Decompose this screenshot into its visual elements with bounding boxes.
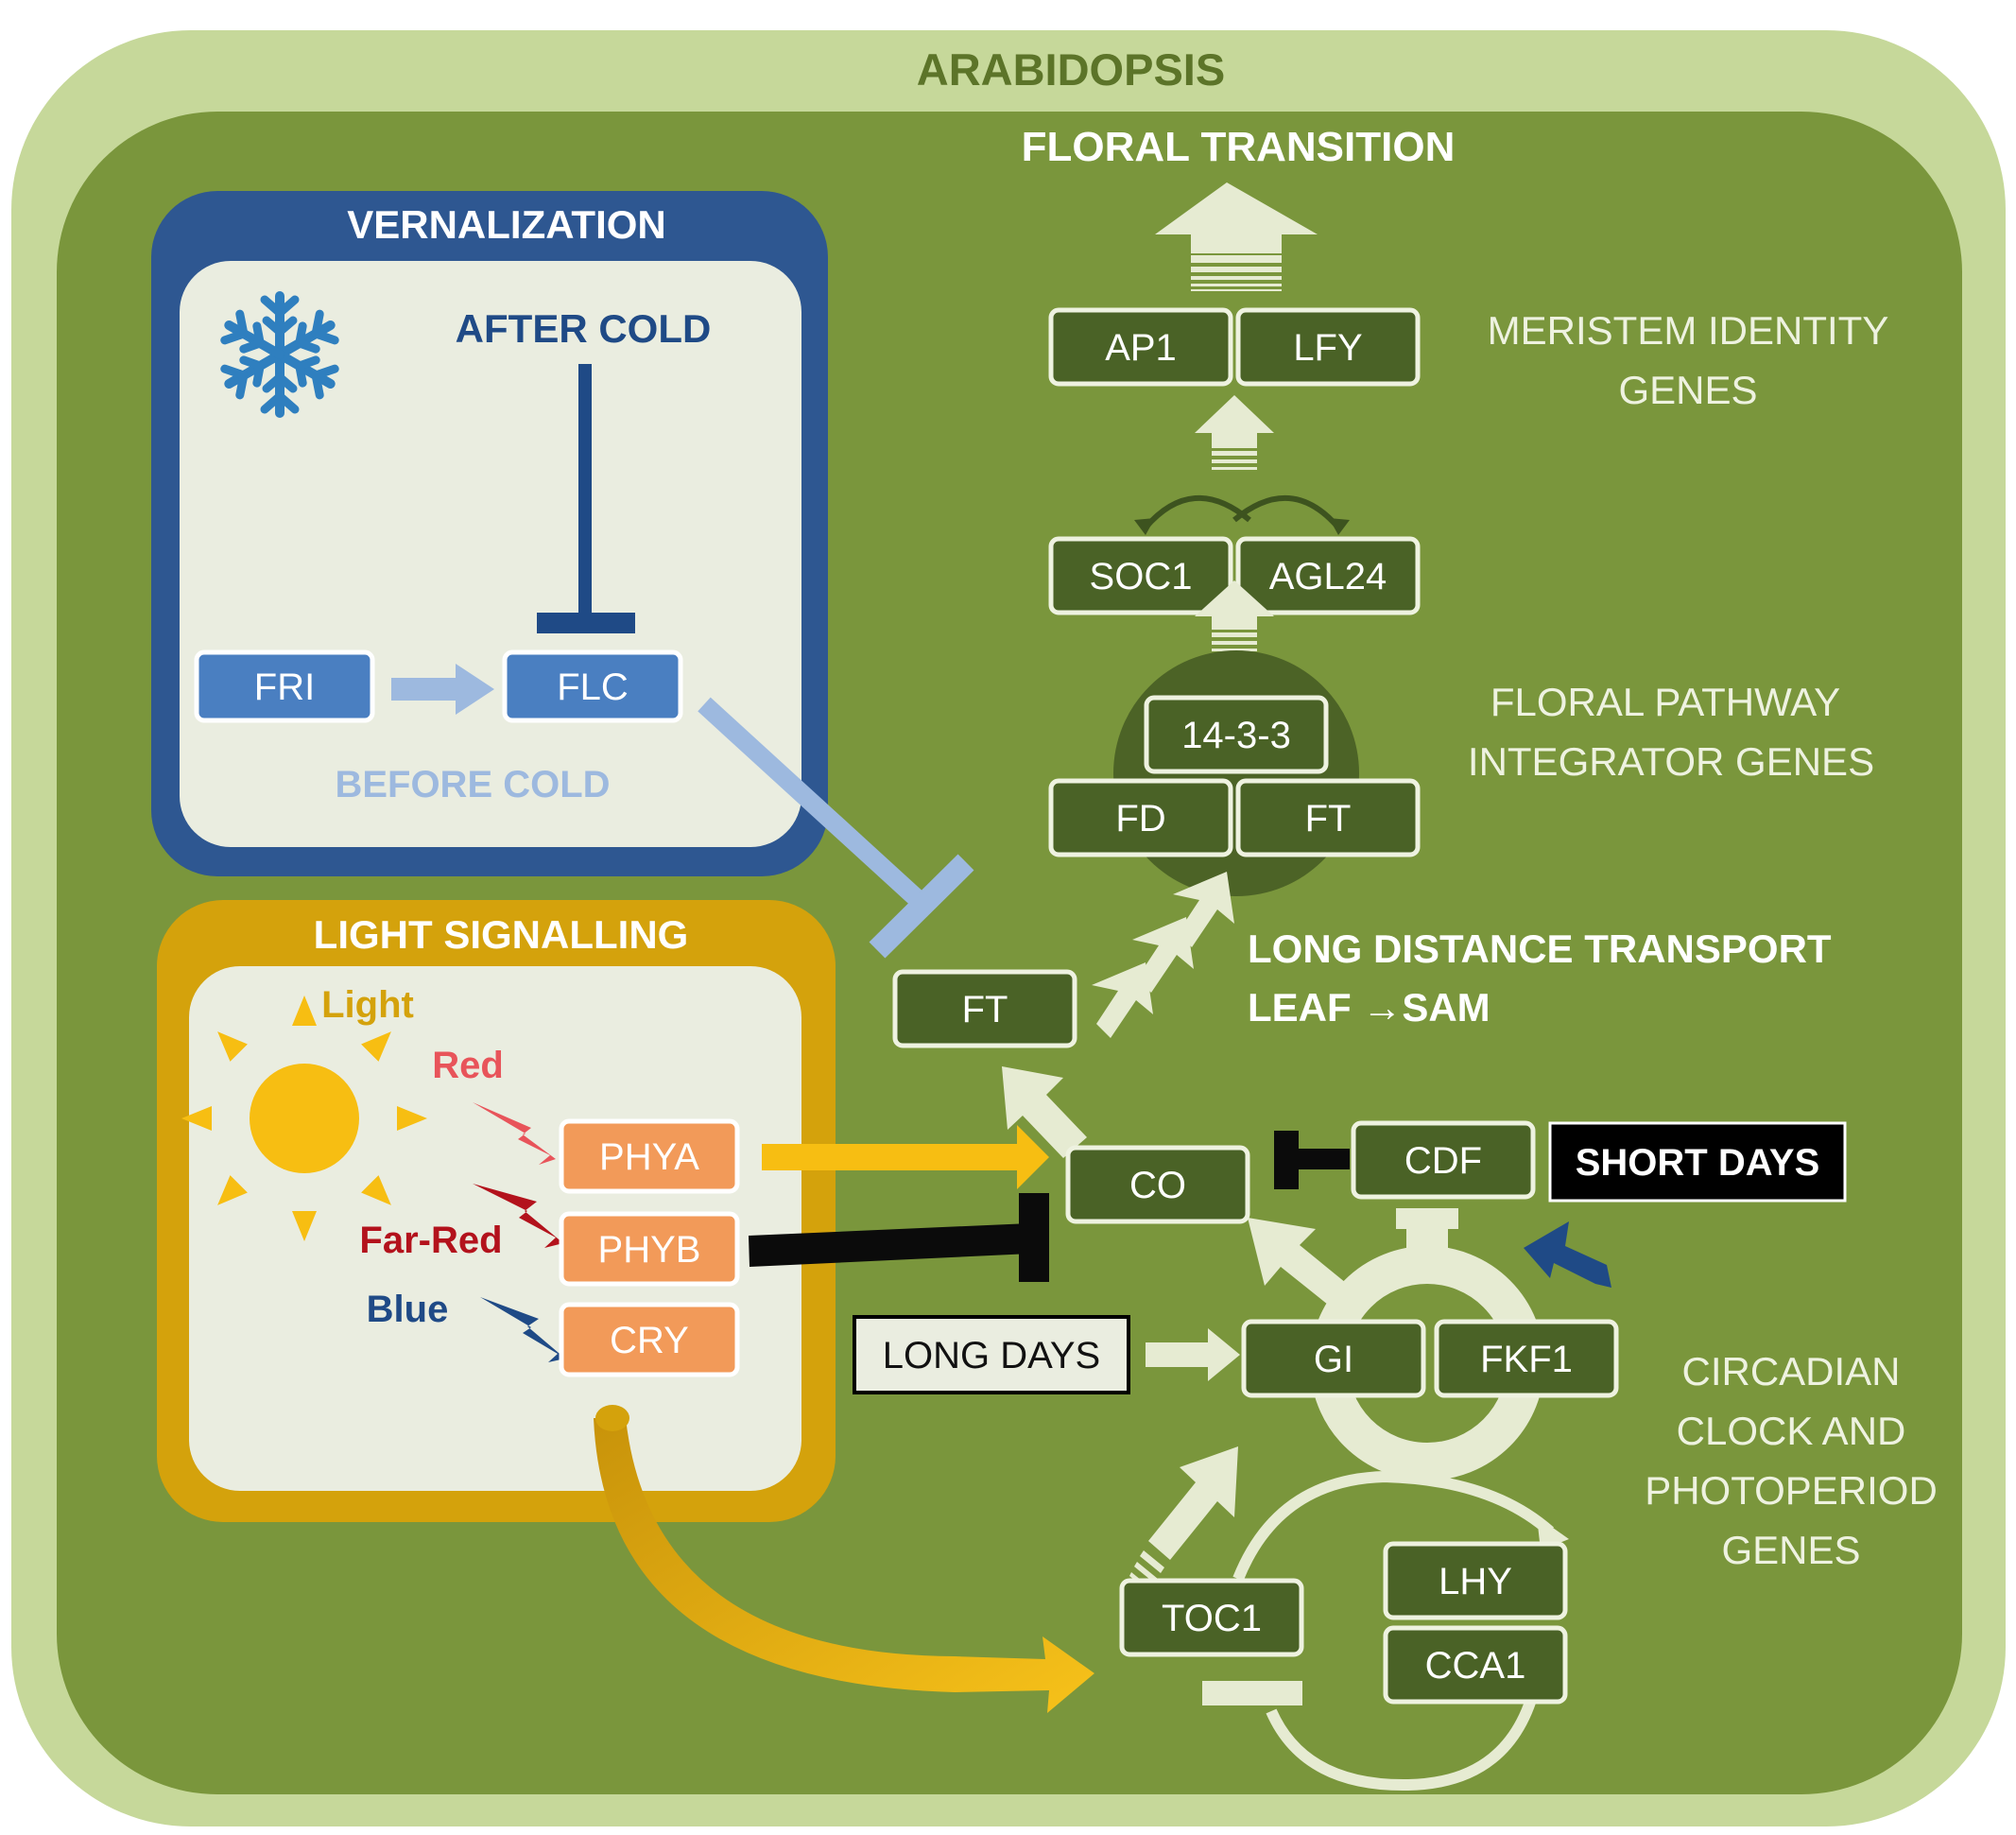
circadian-label-line3: PHOTOPERIOD xyxy=(1645,1468,1938,1513)
lhy-label: LHY xyxy=(1439,1561,1512,1602)
flc-gene-box: FLC xyxy=(502,649,683,723)
blue-lightning-icon xyxy=(480,1297,565,1362)
leaf-to-sam-label: LEAF →SAM xyxy=(1248,985,1490,1030)
light-label: Light xyxy=(321,984,414,1026)
clock-inhibition-bar xyxy=(1202,1681,1302,1705)
cca1-label: CCA1 xyxy=(1425,1645,1526,1687)
agl24-label: AGL24 xyxy=(1269,556,1387,597)
after-cold-label: AFTER COLD xyxy=(456,306,712,351)
cdf-inhibits-co xyxy=(1274,1131,1350,1189)
soc1-label: SOC1 xyxy=(1090,556,1193,597)
floral-transition-label: FLORAL TRANSITION xyxy=(1022,124,1456,170)
circadian-label-line4: GENES xyxy=(1721,1528,1860,1572)
gi-activates-co-arrow xyxy=(1248,1218,1361,1316)
ap1-gene-box: AP1 xyxy=(1048,307,1233,387)
long-distance-transport-chevrons xyxy=(1092,872,1234,1038)
sun-icon xyxy=(181,995,427,1241)
soc1-gene-box: SOC1 xyxy=(1048,536,1233,615)
long-days-box: LONG DAYS xyxy=(853,1315,1130,1394)
phyb-label: PHYB xyxy=(598,1229,701,1271)
before-cold-label: BEFORE COLD xyxy=(335,764,610,805)
far-red-light-label: Far-Red xyxy=(359,1220,502,1261)
gi-gene-box: GI xyxy=(1241,1319,1426,1398)
co-gene-box: CO xyxy=(1065,1145,1250,1224)
phya-label: PHYA xyxy=(599,1136,699,1178)
phya-activates-co xyxy=(762,1125,1049,1189)
cry-to-toc1-arrow xyxy=(594,1405,1094,1713)
toc1-label: TOC1 xyxy=(1162,1598,1262,1639)
integrator-genes-label-line1: FLORAL PATHWAY xyxy=(1490,680,1840,724)
far-red-lightning-icon xyxy=(473,1184,563,1248)
phyb-gene-box: PHYB xyxy=(559,1211,740,1287)
14-3-3-label: 14-3-3 xyxy=(1181,715,1291,756)
long-days-label: LONG DAYS xyxy=(883,1335,1100,1376)
fri-label: FRI xyxy=(254,666,315,708)
integrator-genes-label-line2: INTEGRATOR GENES xyxy=(1468,739,1874,784)
fkf1-gene-box: FKF1 xyxy=(1434,1319,1619,1398)
fkf1-blue-light-icon xyxy=(1524,1221,1611,1288)
lfy-gene-box: LFY xyxy=(1235,307,1421,387)
ft-apex-gene-box: FT xyxy=(1235,778,1421,857)
ft-leaf-label: FT xyxy=(962,989,1008,1030)
vernalization-title: VERNALIZATION xyxy=(347,202,666,247)
cry-label: CRY xyxy=(610,1320,689,1361)
cdf-label: CDF xyxy=(1404,1140,1482,1182)
fkf1-label: FKF1 xyxy=(1480,1339,1573,1380)
lhy-gene-box: LHY xyxy=(1383,1541,1568,1620)
toc1-gene-box: TOC1 xyxy=(1119,1578,1304,1657)
circadian-label-line1: CIRCADIAN xyxy=(1681,1349,1900,1394)
short-days-box: SHORT DAYS xyxy=(1548,1121,1847,1203)
cca1-gene-box: CCA1 xyxy=(1383,1625,1568,1705)
after-cold-inhibition-bar xyxy=(537,364,635,633)
light-signalling-panel: LIGHT SIGNALLING Light Red Far-Red Blue … xyxy=(157,900,836,1522)
meristem-identity-label-line2: GENES xyxy=(1618,368,1757,412)
14-3-3-protein-box: 14-3-3 xyxy=(1144,695,1329,774)
long-distance-transport-label: LONG DISTANCE TRANSPORT xyxy=(1248,926,1832,971)
fd-label: FD xyxy=(1115,798,1165,840)
cdf-gene-box: CDF xyxy=(1351,1120,1536,1200)
fri-to-flc-arrow xyxy=(391,664,494,715)
ap1-label: AP1 xyxy=(1105,327,1177,369)
circadian-label-line2: CLOCK AND xyxy=(1677,1409,1906,1453)
short-days-label: SHORT DAYS xyxy=(1576,1142,1820,1184)
cry-gene-box: CRY xyxy=(559,1302,740,1377)
integrators-to-meristem-arrow xyxy=(1195,395,1274,470)
diagram-title: ARABIDOPSIS xyxy=(917,44,1225,95)
fd-gene-box: FD xyxy=(1048,778,1233,857)
ft-apex-label: FT xyxy=(1305,798,1352,840)
gi-label: GI xyxy=(1314,1339,1353,1380)
light-signalling-title: LIGHT SIGNALLING xyxy=(314,912,689,957)
phya-gene-box: PHYA xyxy=(559,1118,740,1194)
flc-label: FLC xyxy=(557,666,629,708)
ft-leaf-gene-box: FT xyxy=(892,969,1077,1048)
vernalization-panel: VERNALIZATION AFTER COLD FRI FLC BEFORE … xyxy=(151,191,828,876)
blue-light-label: Blue xyxy=(367,1289,449,1330)
soc1-agl24-mutual-arrows xyxy=(1134,495,1350,535)
floral-transition-arrow xyxy=(1155,182,1318,291)
co-label: CO xyxy=(1129,1165,1186,1206)
meristem-identity-label-line1: MERISTEM IDENTITY xyxy=(1488,308,1889,353)
red-lightning-icon xyxy=(473,1102,556,1165)
co-activates-ft-arrow xyxy=(1002,1066,1087,1158)
phyb-inhibits-co xyxy=(749,1193,1049,1282)
ft-complex-to-soc1-arrow xyxy=(1195,580,1274,651)
long-days-to-gi-arrow xyxy=(1146,1328,1240,1381)
lfy-label: LFY xyxy=(1293,327,1362,369)
red-light-label: Red xyxy=(432,1045,504,1086)
flc-inhibits-ft xyxy=(698,697,974,959)
agl24-gene-box: AGL24 xyxy=(1235,536,1421,615)
fri-gene-box: FRI xyxy=(194,649,375,723)
